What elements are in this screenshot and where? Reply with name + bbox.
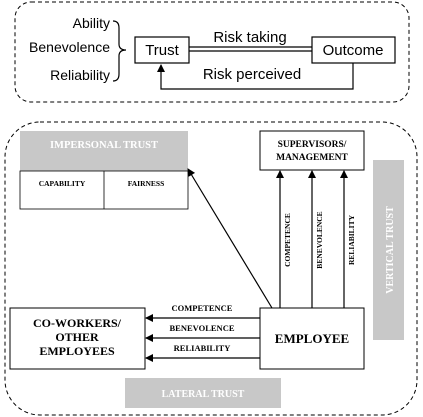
lateral-link-competence: COMPETENCE [172, 303, 233, 313]
factor-reliability: Reliability [50, 67, 110, 83]
outcome-box [311, 36, 396, 64]
coworkers-label-line3: EMPLOYEES [39, 344, 115, 358]
top-panel: Ability Benevolence Reliability Trust Ou… [14, 1, 410, 103]
employee-to-impersonal-arrow [187, 168, 273, 309]
vertical-link-reliability: RELIABILITY [347, 214, 356, 265]
supervisors-label-line1: SUPERVISORS/ [278, 140, 347, 150]
supervisors-box [259, 130, 365, 171]
lateral-link-reliability: RELIABILITY [174, 343, 231, 353]
impersonal-trust-header [20, 131, 188, 171]
supervisors-label-line2: MANAGEMENT [276, 153, 348, 163]
capability-label: CAPABILITY [39, 179, 86, 188]
factor-ability: Ability [73, 15, 110, 31]
trust-label: Trust [145, 42, 179, 59]
top-panel-border [14, 1, 410, 103]
trust-box [134, 36, 190, 64]
vertical-link-competence: COMPETENCE [283, 213, 292, 267]
employee-label: EMPLOYEE [275, 331, 349, 346]
coworkers-box [9, 307, 146, 370]
factor-brace [112, 20, 127, 82]
bottom-panel: IMPERSONAL TRUST CAPABILITY FAIRNESS SUP… [4, 121, 418, 416]
factor-benevolence: Benevolence [29, 39, 110, 55]
vertical-link-benevolence: BENEVOLENCE [315, 211, 324, 268]
risk-perceived-label: Risk perceived [203, 66, 301, 83]
coworkers-label-line1: CO-WORKERS/ [33, 316, 122, 330]
fairness-label: FAIRNESS [128, 179, 165, 188]
coworkers-label-line2: OTHER [55, 330, 99, 344]
risk-perceived-arrow [157, 63, 354, 90]
lateral-trust-label: LATERAL TRUST [162, 389, 245, 400]
vertical-trust-label: VERTICAL TRUST [385, 206, 396, 294]
lateral-link-benevolence: BENEVOLENCE [169, 323, 234, 333]
lateral-trust-band [125, 378, 281, 408]
bottom-panel-border [4, 121, 418, 416]
outcome-label: Outcome [323, 42, 384, 59]
vertical-trust-band [373, 160, 404, 340]
risk-taking-label: Risk taking [213, 29, 286, 46]
impersonal-trust-title: IMPERSONAL TRUST [50, 140, 158, 151]
